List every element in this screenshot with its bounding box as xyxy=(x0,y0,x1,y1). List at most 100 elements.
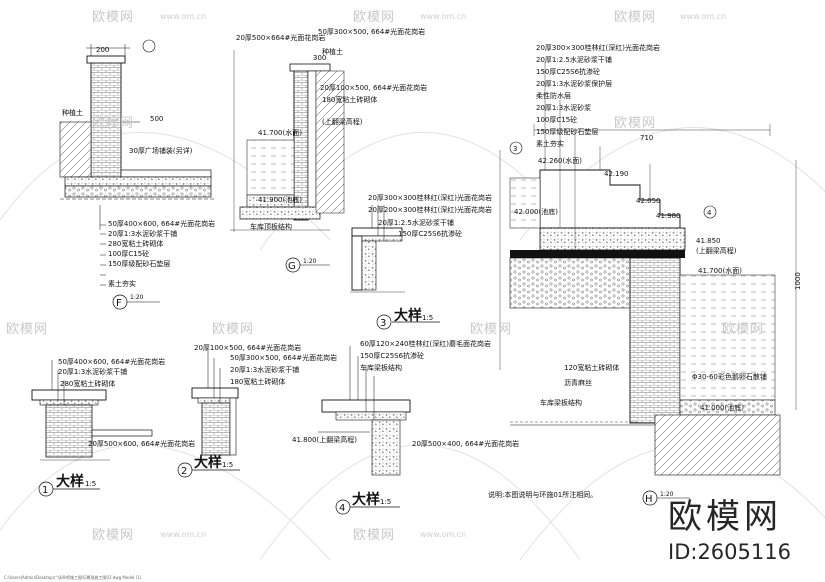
callout-label: 100厚C15砼 xyxy=(108,249,149,258)
dim-label: 710 xyxy=(640,134,653,142)
callout-label: 280宽粘土砖砌体 xyxy=(60,379,115,388)
callout-label: 20厚1:3水泥砂浆 xyxy=(536,103,591,112)
callout-label: 种植土 xyxy=(322,47,343,56)
detail-num: 1 xyxy=(42,485,48,496)
callout-label: 50厚300×500, 664#光面花岗岩 xyxy=(230,353,337,362)
detail-F-title: F 1:20 xyxy=(112,294,160,310)
watermark-text: 欧模网 xyxy=(353,528,396,543)
level-label: 42.190 xyxy=(604,170,629,178)
detail-title: 大样 xyxy=(352,491,380,508)
callout-label: 20厚100×500, 664#光面花岗岩 xyxy=(194,343,301,352)
watermark-text: 欧模网 xyxy=(470,322,513,337)
detail-title: 大样 xyxy=(56,473,84,490)
detail-tag: F xyxy=(116,298,122,309)
dim-label: 300 xyxy=(313,54,326,62)
detail-title: 大样 xyxy=(394,307,422,324)
watermark-url: www.om.cn xyxy=(160,12,207,21)
callout-label: 素土夯实 xyxy=(108,279,136,288)
callout-label: 沥青麻丝 xyxy=(564,378,592,387)
detail-title: 大样 xyxy=(194,454,222,471)
watermark-text: 欧模网 xyxy=(353,10,396,25)
watermark-text: 欧模网 xyxy=(92,10,135,25)
scale-label: 1:5 xyxy=(222,461,233,469)
level-label: 41.900(池底) xyxy=(258,195,302,204)
callout-label: 120宽粘土砖砌体 xyxy=(564,363,619,372)
watermark-text: 欧模网 xyxy=(614,116,657,131)
callout-label: 种植土 xyxy=(62,108,83,117)
drawing-note: 说明:本图说明与环施01所注相同。 xyxy=(488,490,597,499)
watermark-url: www.om.cn xyxy=(680,12,727,21)
dim-label: 1000 xyxy=(794,272,802,290)
level-label: 41.700(水面) xyxy=(698,266,742,275)
detail-2 xyxy=(191,350,239,456)
level-label: 41.980 xyxy=(656,212,681,220)
brand-logo: 欧模网 ID:2605116 xyxy=(668,498,818,564)
watermark-text: 欧模网 xyxy=(722,322,765,337)
callout-label: 150厚C25S6抗渗砼 xyxy=(398,229,462,238)
detail-num: 3 xyxy=(380,318,386,329)
callout-label: 20厚300×300桂林红(深红)光面花岗岩 xyxy=(536,43,660,52)
callout-label: 180宽粘土砖砌体 xyxy=(230,377,285,386)
callout-label: 180宽粘土砖砌体 xyxy=(322,95,377,104)
level-label: 42.260(水面) xyxy=(538,156,582,165)
callout-label: 150厚级配砂石垫层 xyxy=(536,127,598,136)
detail-G-title: G 1:20 xyxy=(285,257,330,273)
detail-num: 2 xyxy=(181,466,187,477)
watermark-text: 欧模网 xyxy=(6,322,49,337)
callout-label: 150厚C25S6抗渗砼 xyxy=(360,351,424,360)
callout-label: 50厚400×600, 664#光面花岗岩 xyxy=(58,357,165,366)
detail-1 xyxy=(31,360,153,461)
callout-label: 20厚1:3水泥砂浆干铺 xyxy=(108,229,177,238)
callout-label: 20厚1:3水泥砂浆干铺 xyxy=(230,365,299,374)
watermark-url: www.om.cn xyxy=(420,530,467,539)
watermark-text: 欧模网 xyxy=(92,116,135,131)
detail-num: 4 xyxy=(339,503,345,514)
callout-label: 280宽粘土砖砌体 xyxy=(108,239,163,248)
callout-label: 30厚广场铺装(另详) xyxy=(129,146,193,155)
callout-label: 20厚500×600, 664#光面花岗岩 xyxy=(88,439,195,448)
watermark-url: www.om.cn xyxy=(160,530,207,539)
level-label: 41.850 xyxy=(696,237,721,245)
detail-G xyxy=(230,50,345,232)
callout-label: 100厚C15砼 xyxy=(536,115,577,124)
callout-label: 20厚200×300桂林红(深红)光面花岗岩 xyxy=(368,205,492,214)
detail-tag: G xyxy=(288,261,296,272)
callout-label: 150厚C25S6抗渗砼 xyxy=(536,67,600,76)
dim-label: 500 xyxy=(150,115,163,123)
watermark-text: 欧模网 xyxy=(92,528,135,543)
watermark-url: www.om.cn xyxy=(420,12,467,21)
level-label: 41.700(水面) xyxy=(258,128,302,137)
detail-H xyxy=(499,62,797,476)
scale-label: 1:5 xyxy=(85,480,96,488)
level-label: 41.800(上翻梁高程) xyxy=(292,435,357,444)
circle-tag: 4 xyxy=(707,209,712,217)
callout-label: 车库梁板结构 xyxy=(540,398,582,407)
callout-label: 车库梁板结构 xyxy=(360,363,402,372)
callout-label: 素土夯实 xyxy=(536,139,564,148)
watermark-text: 欧模网 xyxy=(212,322,255,337)
level-label: (上翻梁高程) xyxy=(696,246,737,255)
detail-1-title: 1 大样 1:5 xyxy=(38,473,100,497)
file-path-footer: C:\Users\Admin\Desktop\广场旱喷施工图\G景观施工图02.… xyxy=(4,575,142,580)
level-label: 42.000(池底) xyxy=(514,207,558,216)
detail-4 xyxy=(318,346,411,476)
scale-label: 1:5 xyxy=(380,498,391,506)
brand-name: 欧模网 xyxy=(668,497,782,537)
callout-label: 20厚100×500, 664#光面花岗岩 xyxy=(320,83,427,92)
callout-label: 20厚300×300桂林红(深红)光面花岗岩 xyxy=(368,193,492,202)
callout-label: 20厚1:3水泥砂浆干铺 xyxy=(58,367,127,376)
callout-label: 50厚300×500, 664#光面花岗岩 xyxy=(318,27,425,36)
callout-label: 20厚1:2.5水泥砂浆干铺 xyxy=(378,218,454,227)
callout-label: 20厚500×400, 664#光面花岗岩 xyxy=(412,439,519,448)
detail-H-title: H 1:20 xyxy=(642,490,690,506)
callout-label: 60厚120×240桂林红(深红)蘑毛面花岗岩 xyxy=(360,339,491,348)
callout-label: 20厚1:3水泥砂浆保护层 xyxy=(536,79,612,88)
detail-F xyxy=(59,39,215,286)
circle-tag: 3 xyxy=(513,145,517,153)
callout-label: 柔性防水层 xyxy=(536,91,571,100)
callout-label: 20厚1:2.5水泥砂浆干铺 xyxy=(536,55,612,64)
scale-label: 1:20 xyxy=(660,491,674,498)
detail-4-title: 4 大样 1:5 xyxy=(335,491,400,515)
scale-label: 1:20 xyxy=(130,294,144,301)
